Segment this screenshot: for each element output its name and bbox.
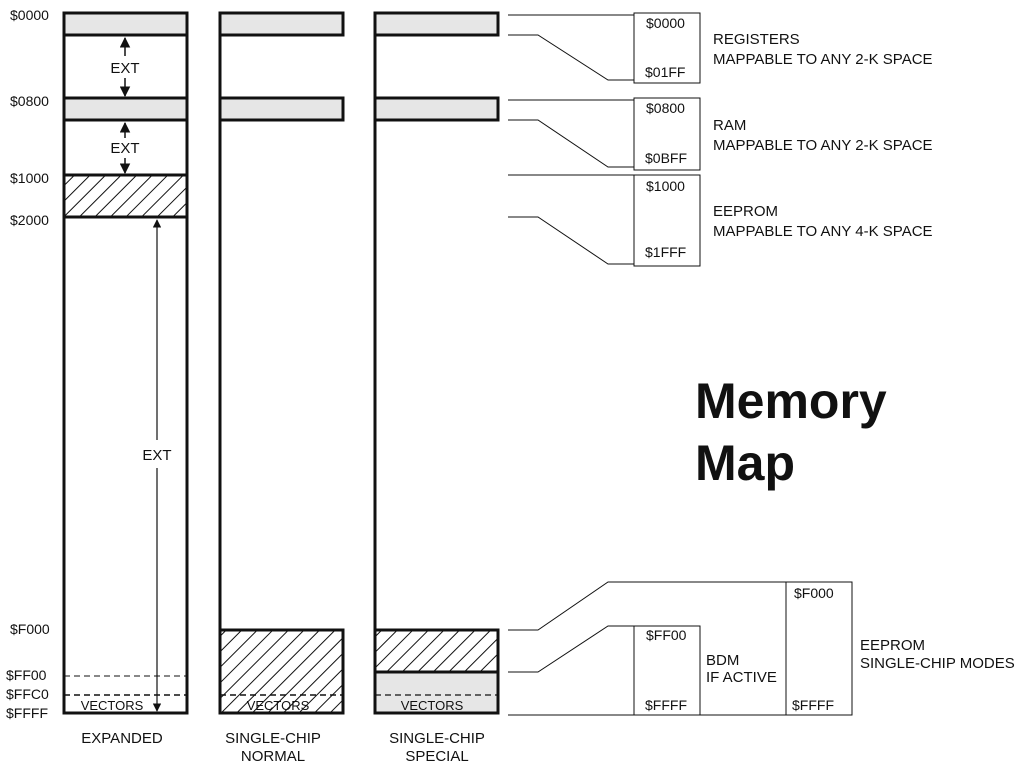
callout-eeprom-start: $1000 [646,178,685,194]
callout-eeprom-box [633,174,701,267]
address-label-2000: $2000 [10,212,49,228]
normal-ram-block [218,96,345,122]
callout-eeprom-single-chip: $F000 $FFFF EEPROM SINGLE-CHIP MODES [785,581,1015,716]
title-line2: Map [695,435,795,491]
address-label-ffff: $FFFF [6,705,48,721]
leader-eeprom-bottom [508,216,634,265]
callout-eeprom-desc: MAPPABLE TO ANY 4-K SPACE [713,223,933,240]
callout-bdm-end: $FFFF [645,697,687,713]
callout-bdm-name: BDM [706,652,739,669]
caption-normal-line1: SINGLE-CHIP [225,730,321,747]
callout-bdm-desc: IF ACTIVE [706,669,777,686]
address-label-f000: $F000 [10,621,50,637]
address-label-0000: $0000 [10,7,49,23]
caption-special-line2: SPECIAL [405,748,468,765]
address-label-0800: $0800 [10,93,49,109]
expanded-eeprom-block [62,173,189,219]
address-labels: $0000 $0800 $1000 $2000 $F000 $FF00 $FFC… [6,7,50,721]
callout-bdm-start: $FF00 [646,627,687,643]
special-bdm-block [373,670,500,715]
callout-ram-name: RAM [713,117,746,134]
column-single-chip-special: VECTORS [373,11,500,715]
special-eeprom-block [373,628,500,674]
ext-label-1: EXT [110,60,139,77]
column-captions: EXPANDED SINGLE-CHIP NORMAL SINGLE-CHIP … [81,730,485,765]
callout-eeprom-sc-start: $F000 [794,585,834,601]
normal-eeprom-block [218,628,345,715]
callout-registers-start: $0000 [646,15,685,31]
leader-ram-bottom [508,119,634,168]
callout-ram-start: $0800 [646,100,685,116]
normal-vectors-label: VECTORS [247,698,310,713]
callout-eeprom-end: $1FFF [645,244,686,260]
address-label-ffc0: $FFC0 [6,686,49,702]
normal-registers-block [218,11,345,37]
callout-eeprom-name: EEPROM [713,203,778,220]
callout-eeprom-sc-desc: SINGLE-CHIP MODES [860,655,1015,672]
callout-ram-desc: MAPPABLE TO ANY 2-K SPACE [713,137,933,154]
caption-expanded: EXPANDED [81,730,163,747]
special-registers-block [373,11,500,37]
callout-registers-name: REGISTERS [713,31,800,48]
callout-bdm-box [633,625,701,716]
callout-eeprom-sc-name: EEPROM [860,637,925,654]
callout-ram-box [633,97,701,171]
column-single-chip-normal: VECTORS [218,11,345,715]
callout-bdm: $FF00 $FFFF BDM IF ACTIVE [633,625,777,716]
leader-registers-bottom [508,34,634,81]
callout-ram: $0800 $0BFF RAM MAPPABLE TO ANY 2-K SPAC… [633,97,933,171]
leader-f000 [508,581,786,631]
special-ram-block [373,96,500,122]
caption-special-line1: SINGLE-CHIP [389,730,485,747]
address-label-ff00: $FF00 [6,667,47,683]
address-label-1000: $1000 [10,170,49,186]
column-expanded: VECTORS EXT EXT EXT [62,11,189,715]
ext-label-3: EXT [142,447,171,464]
callout-registers-box [633,12,701,84]
caption-normal-line2: NORMAL [241,748,305,765]
callout-ram-end: $0BFF [645,150,687,166]
callout-eeprom-sc-end: $FFFF [792,697,834,713]
expanded-ram-block [62,96,189,122]
title-group: Memory Map [695,373,887,491]
callout-registers-desc: MAPPABLE TO ANY 2-K SPACE [713,51,933,68]
callout-eeprom-sc-box [785,581,853,716]
callout-registers-end: $01FF [645,64,685,80]
expanded-vectors-label: VECTORS [81,698,144,713]
callout-leader-lines [508,14,786,716]
callout-registers: $0000 $01FF REGISTERS MAPPABLE TO ANY 2-… [633,12,933,84]
special-vectors-label: VECTORS [401,698,464,713]
expanded-registers-block [62,11,189,37]
ext-label-2: EXT [110,140,139,157]
callout-eeprom-mappable: $1000 $1FFF EEPROM MAPPABLE TO ANY 4-K S… [633,174,933,267]
leader-ff00 [508,625,634,673]
title-line1: Memory [695,373,887,429]
